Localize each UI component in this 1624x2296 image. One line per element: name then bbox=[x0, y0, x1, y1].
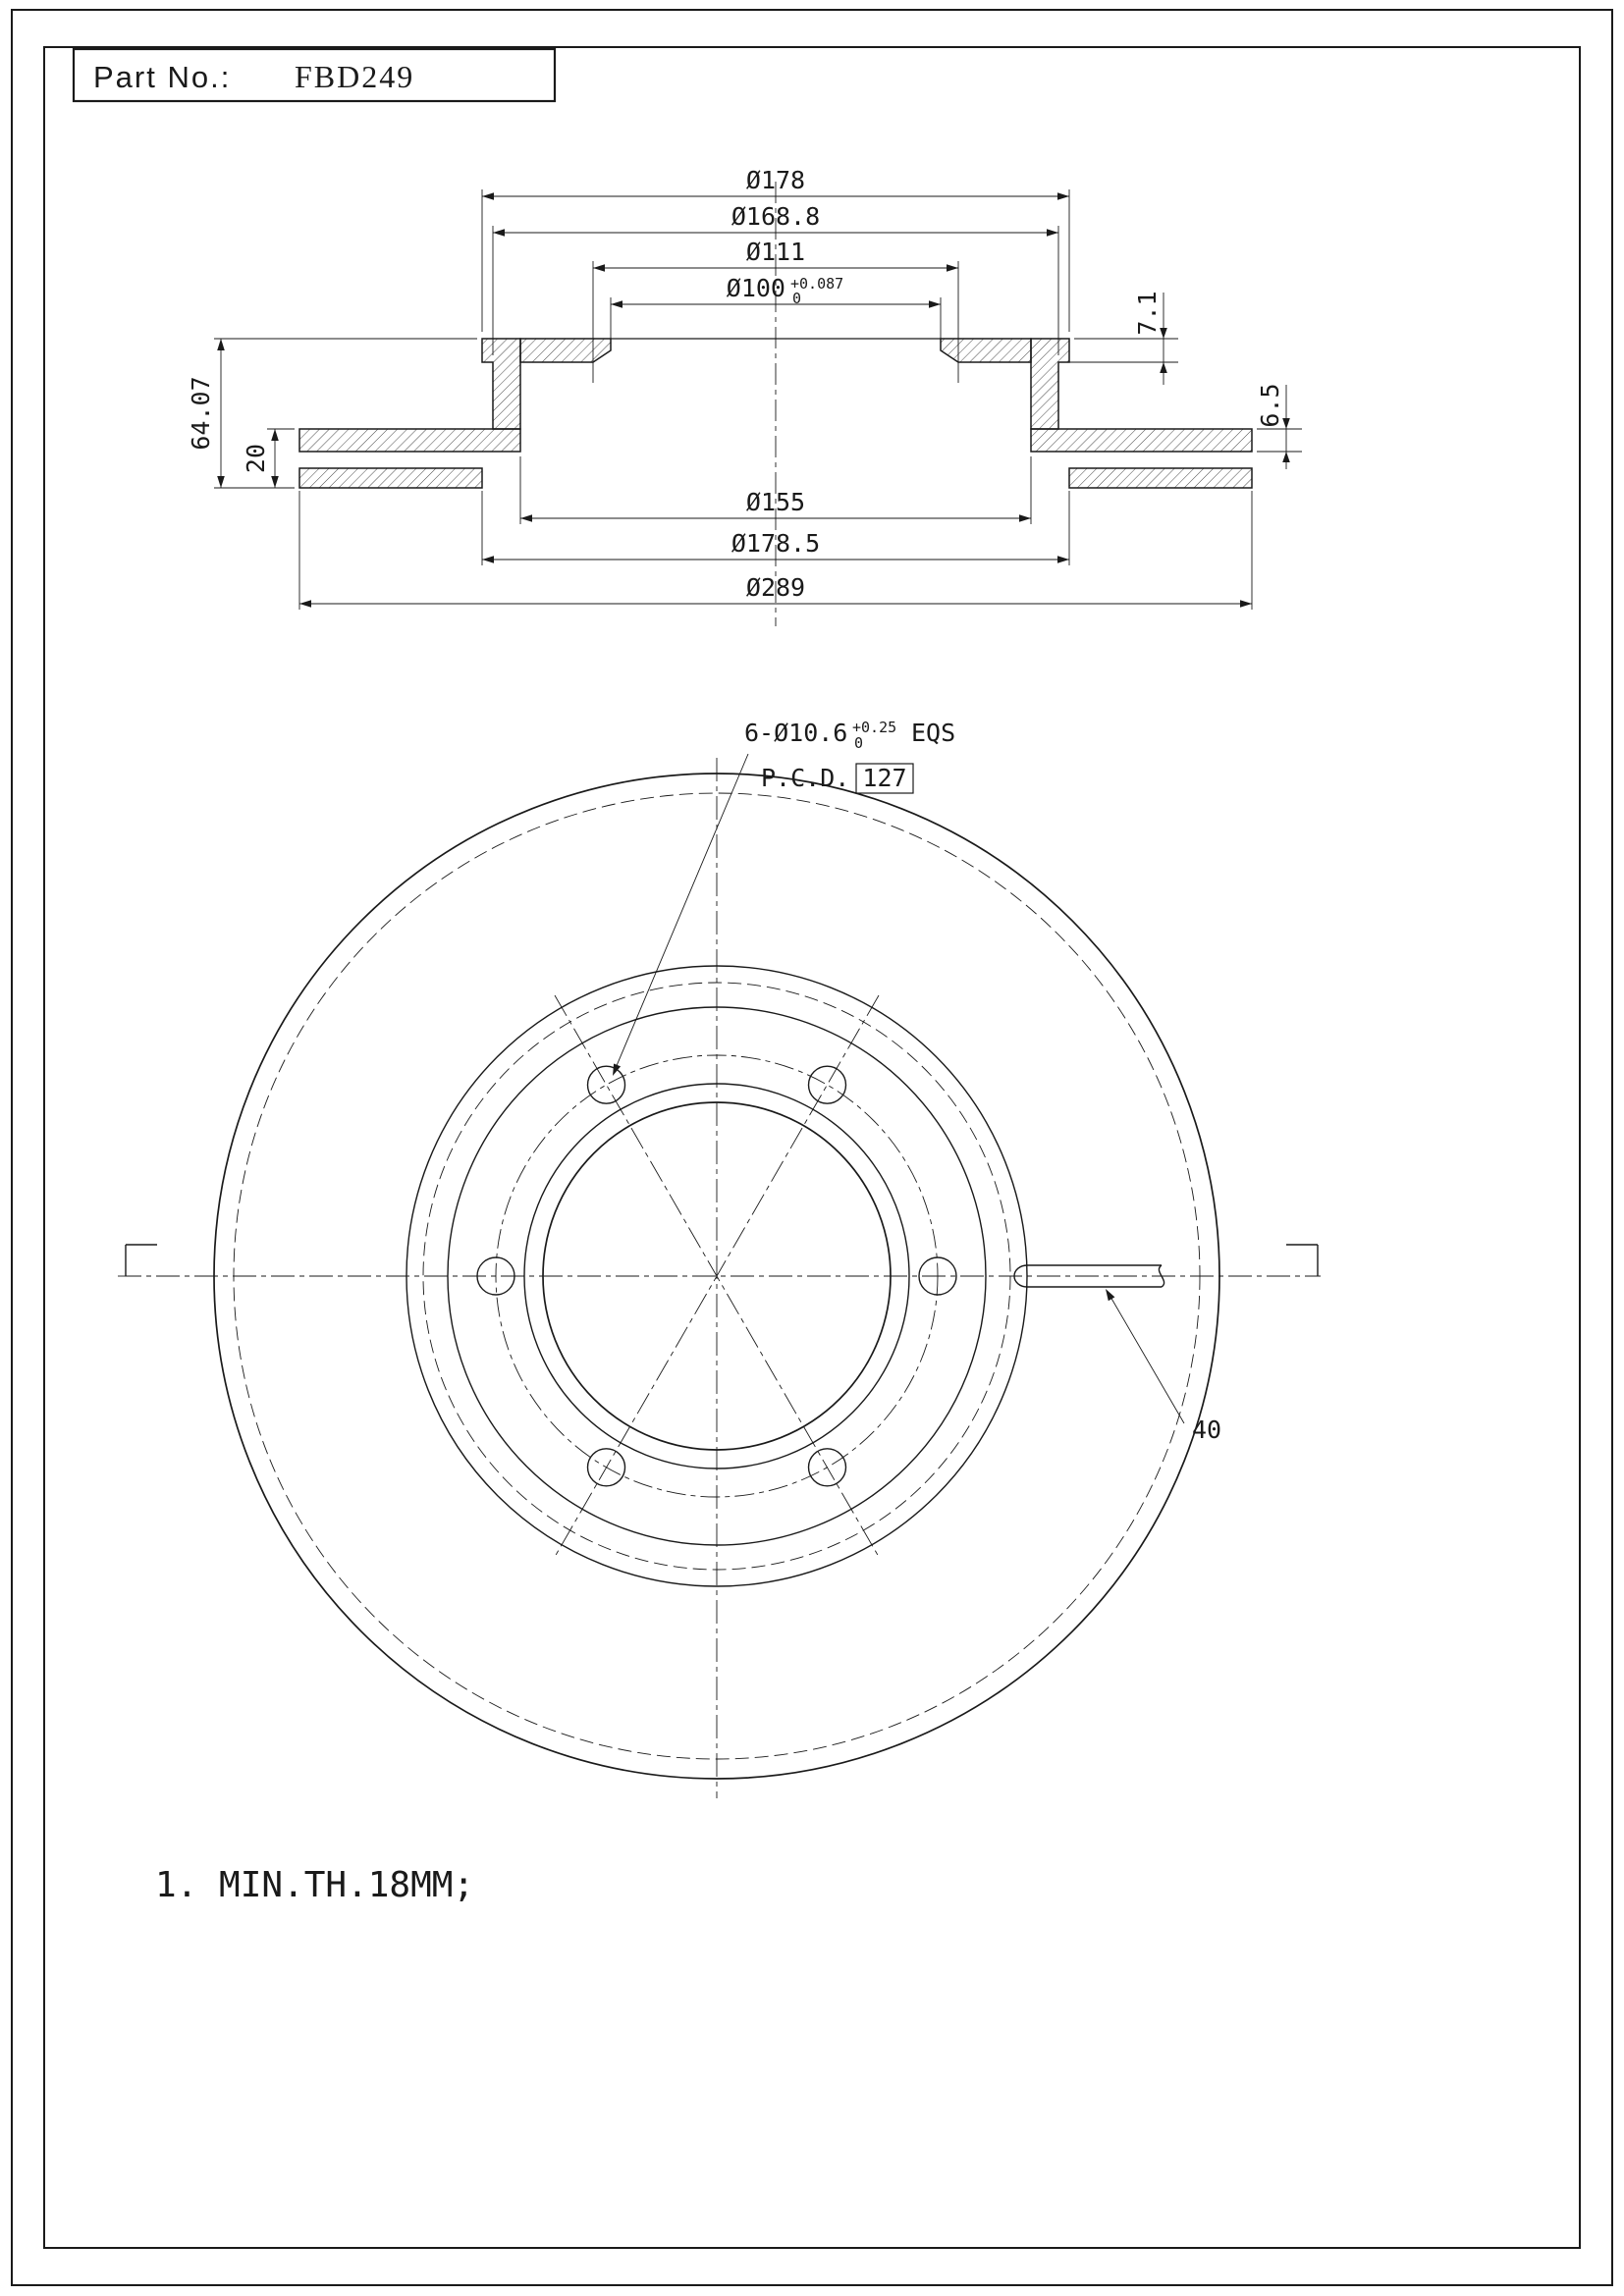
vane-note: 40 bbox=[1192, 1415, 1221, 1444]
bolt-hole bbox=[476, 1256, 515, 1296]
dimension-lines bbox=[220, 195, 1287, 605]
extension-lines bbox=[214, 189, 1302, 610]
dim-dia289: Ø289 bbox=[746, 573, 805, 602]
dim-dia155: Ø155 bbox=[746, 488, 805, 516]
bolt-holes bbox=[476, 1065, 957, 1487]
holes-note-tol-lower: 0 bbox=[854, 734, 863, 752]
bolt-circle-pcd bbox=[495, 1054, 939, 1498]
general-note-1: 1. MIN.TH.18MM; bbox=[155, 1865, 474, 1905]
part-no-value: FBD249 bbox=[295, 59, 414, 94]
dim-dia178-5: Ø178.5 bbox=[731, 529, 820, 558]
bolt-hole bbox=[807, 1065, 847, 1104]
center-bore-circle bbox=[542, 1101, 892, 1451]
pcd-label: P.C.D. bbox=[761, 764, 849, 792]
disc-inner-circle bbox=[406, 965, 1028, 1587]
leader-arrow bbox=[1106, 1289, 1115, 1302]
bolt-hole bbox=[807, 1448, 847, 1487]
dim-dia111: Ø111 bbox=[746, 238, 805, 266]
dim-dia178: Ø178 bbox=[746, 166, 805, 194]
dim-thk-20: 20 bbox=[242, 444, 270, 473]
section-cut-material bbox=[298, 338, 1253, 489]
holes-leader bbox=[613, 753, 749, 1076]
dim-height-64-07: 64.07 bbox=[187, 376, 215, 450]
dim-dia100: Ø100 bbox=[727, 274, 785, 302]
pcd-value-frame bbox=[855, 763, 914, 794]
bolt-hole bbox=[918, 1256, 957, 1296]
dim-dia168-8: Ø168.8 bbox=[731, 202, 820, 231]
dim-thk-6-5: 6.5 bbox=[1256, 383, 1284, 427]
part-no-label: Part No.: bbox=[93, 60, 231, 94]
holes-note-prefix: 6-Ø10.6 bbox=[744, 719, 847, 747]
section-view: Ø178 Ø168.8 Ø111 Ø100 +0.087 0 Ø155 Ø178… bbox=[187, 166, 1302, 626]
hidden-circle-outer bbox=[233, 792, 1201, 1760]
dim-dia100-tol-upper: +0.087 bbox=[790, 275, 843, 293]
outer-diameter-circle bbox=[213, 773, 1220, 1780]
title-block: Part No.: FBD249 bbox=[72, 47, 557, 103]
holes-note-tol-upper: +0.25 bbox=[852, 719, 896, 736]
bolt-hole bbox=[586, 1448, 626, 1487]
dim-dia100-tol-lower: 0 bbox=[792, 290, 801, 307]
vane-leader bbox=[1106, 1289, 1185, 1424]
centerline-end-marks bbox=[125, 1244, 1319, 1276]
hat-skirt-circle bbox=[447, 1006, 987, 1546]
dim-thk-7-1: 7.1 bbox=[1133, 291, 1162, 335]
dimension-arrows bbox=[217, 192, 1290, 608]
pcd-value: 127 bbox=[862, 764, 906, 792]
chamfer-circle bbox=[523, 1083, 910, 1469]
holes-note-suffix: EQS bbox=[911, 719, 955, 747]
front-view: 6-Ø10.6 +0.25 0 EQS P.C.D. 127 40 bbox=[118, 719, 1321, 1798]
hat-outer-hidden-circle bbox=[422, 982, 1011, 1571]
leader-arrow bbox=[613, 1063, 622, 1076]
bolt-hole bbox=[586, 1065, 626, 1104]
disc-circles bbox=[213, 773, 1220, 1780]
vent-slot-cutaway bbox=[1013, 1264, 1165, 1288]
front-centerlines bbox=[118, 758, 1321, 1798]
sheet-border bbox=[11, 9, 1613, 2286]
